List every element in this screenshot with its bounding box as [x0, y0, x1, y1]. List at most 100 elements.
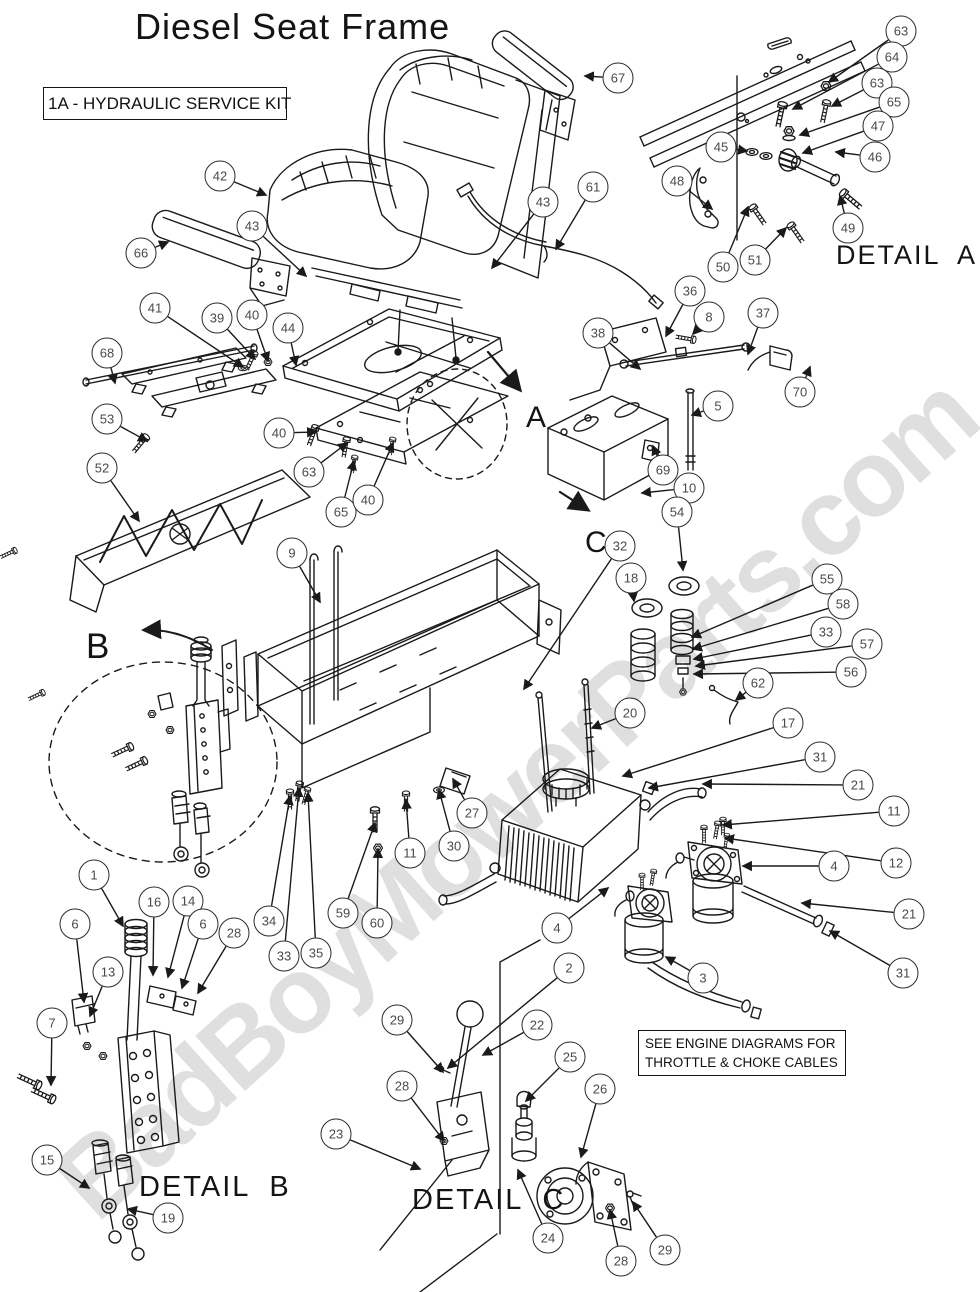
- linkage-x: [431, 397, 483, 451]
- callout-67[interactable]: 67: [602, 62, 634, 94]
- callout-32[interactable]: 32: [604, 530, 636, 562]
- callout-51[interactable]: 51: [739, 244, 771, 276]
- callout-11[interactable]: 11: [878, 795, 910, 827]
- callout-4[interactable]: 4: [541, 912, 573, 944]
- callout-24[interactable]: 24: [532, 1222, 564, 1254]
- callout-36[interactable]: 36: [674, 275, 706, 307]
- callout-5[interactable]: 5: [702, 390, 734, 422]
- callout-12[interactable]: 12: [880, 847, 912, 879]
- callout-21[interactable]: 21: [893, 898, 925, 930]
- callout-48[interactable]: 48: [661, 165, 693, 197]
- callout-63[interactable]: 63: [885, 15, 917, 47]
- callout-28[interactable]: 28: [386, 1070, 418, 1102]
- callout-3[interactable]: 3: [687, 962, 719, 994]
- callout-4[interactable]: 4: [818, 850, 850, 882]
- callout-29[interactable]: 29: [381, 1004, 413, 1036]
- callout-60[interactable]: 60: [361, 907, 393, 939]
- callout-69[interactable]: 69: [647, 454, 679, 486]
- callout-52[interactable]: 52: [86, 452, 118, 484]
- view-a-arrow: [486, 350, 523, 393]
- callout-19[interactable]: 19: [152, 1202, 184, 1234]
- callout-38[interactable]: 38: [582, 317, 614, 349]
- callout-35[interactable]: 35: [300, 937, 332, 969]
- callout-28[interactable]: 28: [218, 917, 250, 949]
- callout-43[interactable]: 43: [236, 210, 268, 242]
- callout-28[interactable]: 28: [605, 1245, 637, 1277]
- callout-13[interactable]: 13: [92, 956, 124, 988]
- callout-40[interactable]: 40: [236, 299, 268, 331]
- page-title: Diesel Seat Frame: [135, 6, 451, 47]
- callout-56[interactable]: 56: [835, 656, 867, 688]
- callout-34[interactable]: 34: [253, 905, 285, 937]
- engine-diagrams-note: SEE ENGINE DIAGRAMS FOR THROTTLE & CHOKE…: [638, 1030, 846, 1076]
- view-letter-b: B: [86, 627, 110, 666]
- callout-21[interactable]: 21: [842, 769, 874, 801]
- control-lever: [379, 939, 541, 1292]
- callout-43[interactable]: 43: [527, 186, 559, 218]
- callout-40[interactable]: 40: [352, 484, 384, 516]
- hydraulic-reservoir: [489, 678, 651, 903]
- callout-29[interactable]: 29: [649, 1234, 681, 1266]
- callout-64[interactable]: 64: [876, 41, 908, 73]
- callout-11[interactable]: 11: [394, 837, 426, 869]
- callout-68[interactable]: 68: [91, 337, 123, 369]
- detail-a-label: DETAIL A: [836, 240, 978, 270]
- callout-25[interactable]: 25: [554, 1041, 586, 1073]
- callout-37[interactable]: 37: [747, 297, 779, 329]
- callout-20[interactable]: 20: [614, 697, 646, 729]
- hydraulic-service-kit-note: 1A - HYDRAULIC SERVICE KIT: [43, 87, 291, 120]
- callout-33[interactable]: 33: [268, 940, 300, 972]
- callout-53[interactable]: 53: [91, 403, 123, 435]
- engine-note-line2: THROTTLE & CHOKE CABLES: [645, 1055, 838, 1070]
- callout-65[interactable]: 65: [325, 496, 357, 528]
- callout-59[interactable]: 59: [327, 897, 359, 929]
- callout-50[interactable]: 50: [707, 251, 739, 283]
- callout-41[interactable]: 41: [139, 292, 171, 324]
- callout-63[interactable]: 63: [293, 456, 325, 488]
- callout-16[interactable]: 16: [138, 886, 170, 918]
- callout-40[interactable]: 40: [263, 417, 295, 449]
- callout-42[interactable]: 42: [204, 160, 236, 192]
- callout-44[interactable]: 44: [272, 312, 304, 344]
- callout-33[interactable]: 33: [810, 616, 842, 648]
- callout-2[interactable]: 2: [553, 952, 585, 984]
- callout-57[interactable]: 57: [851, 628, 883, 660]
- callout-1[interactable]: 1: [78, 859, 110, 891]
- callout-54[interactable]: 54: [661, 496, 693, 528]
- callout-66[interactable]: 66: [125, 237, 157, 269]
- callout-6[interactable]: 6: [187, 908, 219, 940]
- callout-9[interactable]: 9: [276, 537, 308, 569]
- callout-26[interactable]: 26: [584, 1073, 616, 1105]
- callout-58[interactable]: 58: [827, 588, 859, 620]
- callout-18[interactable]: 18: [615, 562, 647, 594]
- callout-27[interactable]: 27: [456, 797, 488, 829]
- callout-46[interactable]: 46: [859, 141, 891, 173]
- callout-23[interactable]: 23: [320, 1118, 352, 1150]
- callout-8[interactable]: 8: [693, 301, 725, 333]
- hardware-misc: [0, 349, 731, 853]
- callout-39[interactable]: 39: [201, 302, 233, 334]
- callout-31[interactable]: 31: [804, 741, 836, 773]
- callout-7[interactable]: 7: [36, 1007, 68, 1039]
- callout-61[interactable]: 61: [577, 171, 609, 203]
- wire-lead: [708, 684, 739, 725]
- seat-base-plate: [282, 308, 503, 412]
- armrest-left: [151, 209, 262, 270]
- callout-62[interactable]: 62: [742, 667, 774, 699]
- callout-70[interactable]: 70: [784, 376, 816, 408]
- callout-63[interactable]: 63: [861, 67, 893, 99]
- callout-22[interactable]: 22: [521, 1009, 553, 1041]
- callout-45[interactable]: 45: [705, 131, 737, 163]
- callout-15[interactable]: 15: [31, 1144, 63, 1176]
- detail-c-label: DETAIL C: [412, 1184, 566, 1216]
- callout-6[interactable]: 6: [59, 908, 91, 940]
- callout-17[interactable]: 17: [772, 707, 804, 739]
- callout-30[interactable]: 30: [438, 830, 470, 862]
- callout-49[interactable]: 49: [832, 212, 864, 244]
- callout-47[interactable]: 47: [862, 110, 894, 142]
- callout-10[interactable]: 10: [673, 472, 705, 504]
- callout-31[interactable]: 31: [887, 957, 919, 989]
- callout-leader-lines: [45, 39, 894, 1247]
- filter-left: [624, 912, 664, 964]
